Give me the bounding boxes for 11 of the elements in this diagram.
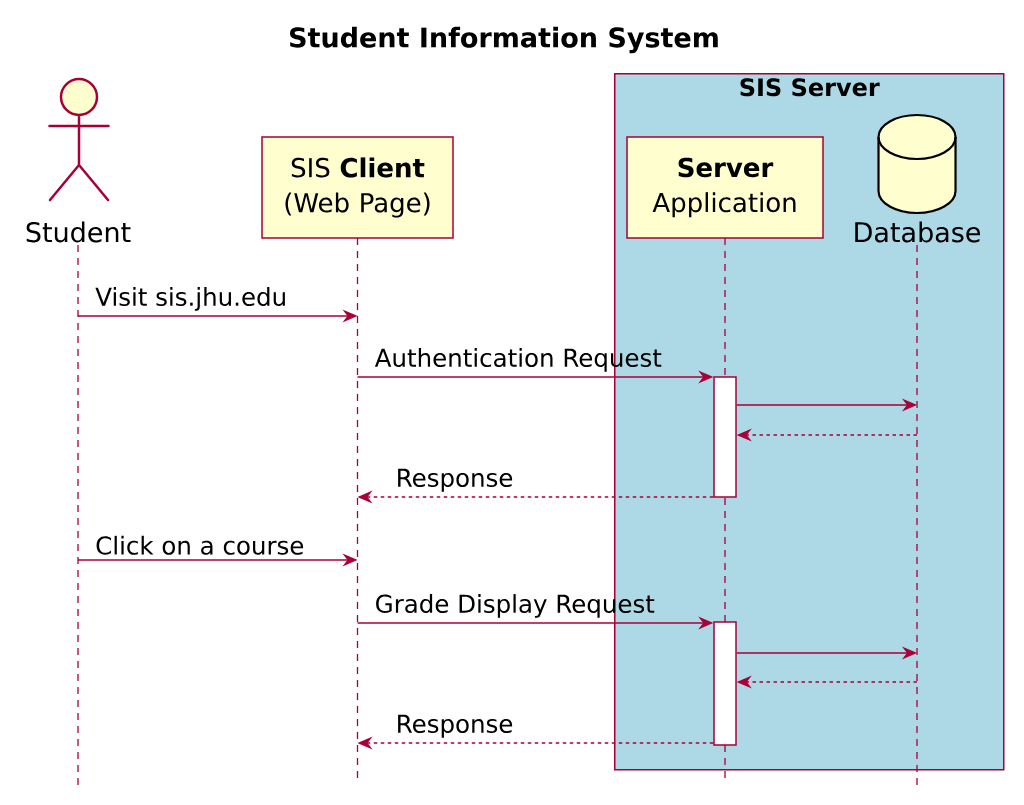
activation-bar <box>713 621 737 746</box>
diagram-title: Student Information System <box>290 26 718 54</box>
database-label: Database <box>855 221 980 243</box>
edge-label: Response <box>398 468 513 492</box>
participant-box: Server Application <box>626 136 824 239</box>
edge-label: Response <box>398 714 513 738</box>
participant-box: SIS Client (Web Page) <box>261 136 454 239</box>
edge-label: Visit sis.jhu.edu <box>95 287 285 311</box>
actor-label: Student <box>26 221 131 243</box>
activation-bar <box>713 376 737 498</box>
edge-label: Click on a course <box>96 535 304 555</box>
